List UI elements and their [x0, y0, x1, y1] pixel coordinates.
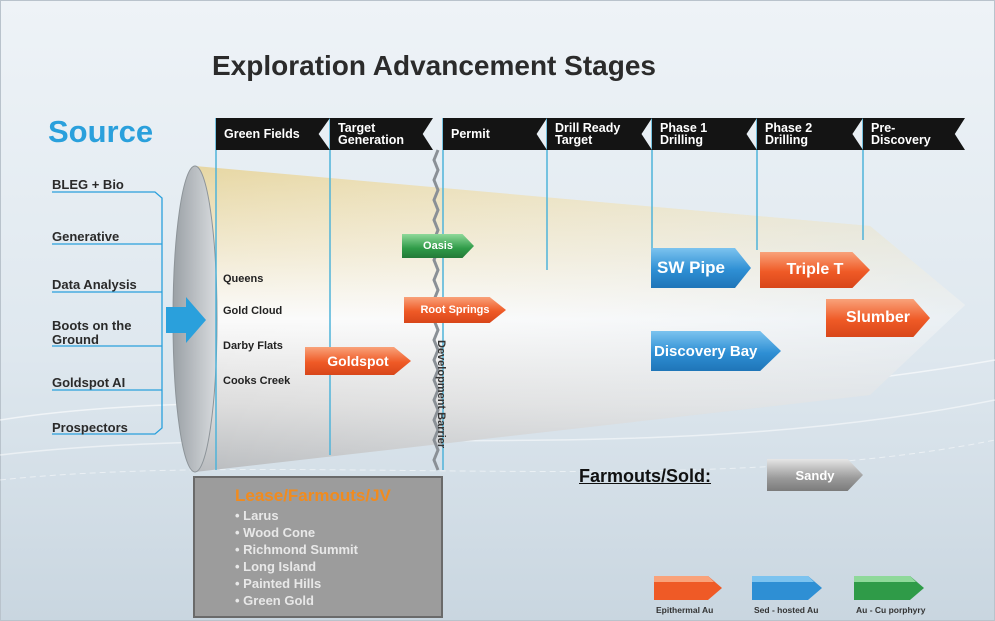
legend-porphyry-label: Au - Cu porphyry	[856, 605, 926, 615]
arrow-sandy-label: Sandy	[795, 467, 835, 483]
project-gold-cloud: Gold Cloud	[223, 305, 283, 317]
source-heading: Source	[48, 114, 154, 149]
arrow-sandy: Sandy	[767, 459, 863, 491]
farmouts-sold-label: Farmouts/Sold:	[579, 466, 712, 486]
source-item-data-analysis: Data Analysis	[52, 277, 137, 292]
stage-permit: Permit	[443, 118, 547, 150]
source-item-prospectors: Prospectors	[52, 420, 128, 435]
stage-drill-ready-target: Drill Ready Target	[547, 118, 652, 150]
development-barrier-label: Development Barrier	[435, 340, 447, 449]
project-cooks-creek: Cooks Creek	[223, 375, 291, 387]
lease-item: • Painted Hills	[235, 576, 322, 591]
source-item-goldspot-ai: Goldspot AI	[52, 375, 126, 390]
stage-phase2-drilling: Phase 2 Drilling	[757, 118, 863, 150]
source-item-boots: Boots on the Ground	[52, 318, 132, 347]
arrow-oasis-label: Oasis	[423, 240, 453, 252]
lease-item: • Wood Cone	[235, 525, 316, 540]
stage-pre-discovery: Pre- Discovery	[863, 118, 965, 150]
lease-item: • Long Island	[235, 559, 317, 574]
project-darby-flats: Darby Flats	[223, 340, 283, 352]
lease-title: Lease/Farmouts/JV	[235, 486, 391, 505]
arrow-triple-t: Triple T	[760, 252, 870, 288]
stage-phase1-drilling: Phase 1 Drilling	[652, 118, 757, 150]
source-item-generative: Generative	[52, 229, 120, 244]
arrow-discovery-bay: Discovery Bay	[651, 331, 781, 371]
arrow-root-springs: Root Springs	[404, 297, 506, 323]
arrow-slumber: Slumber	[826, 299, 930, 337]
stage-green-fields: Green Fields	[216, 118, 330, 150]
arrow-triple-t-label: Triple T	[786, 261, 844, 278]
arrow-discovery-bay-label: Discovery Bay	[654, 342, 758, 360]
arrow-root-springs-label: Root Springs	[420, 304, 490, 316]
lease-item: • Richmond Summit	[235, 542, 358, 557]
lease-farmouts-box: Lease/Farmouts/JV • Larus • Wood Cone • …	[193, 476, 443, 618]
arrow-goldspot-label: Goldspot	[327, 353, 389, 369]
project-queens: Queens	[223, 273, 264, 285]
lease-item: • Larus	[235, 508, 279, 523]
legend-epithermal-label: Epithermal Au	[656, 605, 714, 615]
legend-sedhosted-label: Sed - hosted Au	[754, 605, 819, 615]
arrow-sw-pipe: SW Pipe	[651, 248, 751, 288]
lease-item: • Green Gold	[235, 593, 314, 608]
arrow-oasis: Oasis	[402, 234, 474, 258]
arrow-slumber-label: Slumber	[845, 309, 910, 326]
arrow-goldspot: Goldspot	[305, 347, 411, 375]
source-item-bleg: BLEG + Bio	[52, 177, 124, 192]
stage-target-generation: Target Generation	[330, 118, 433, 150]
diagram-title: Exploration Advancement Stages	[212, 50, 656, 81]
arrow-sw-pipe-label: SW Pipe	[657, 258, 726, 277]
